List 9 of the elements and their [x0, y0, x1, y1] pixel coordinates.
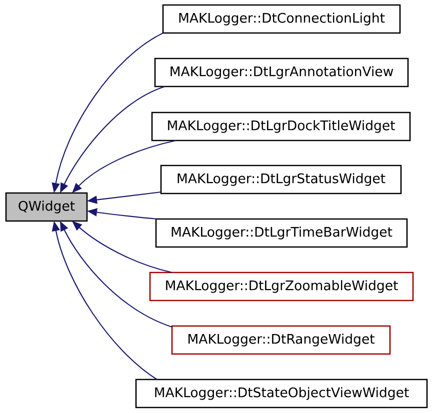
class-box: MAKLogger::DtLgrDockTitleWidget — [151, 112, 411, 142]
class-box: MAKLogger::DtLgrAnnotationView — [154, 58, 409, 88]
class-box: MAKLogger::DtStateObjectViewWidget — [135, 378, 428, 408]
class-box: MAKLogger::DtRangeWidget — [171, 325, 391, 355]
class-box: MAKLogger::DtLgrZoomableWidget — [149, 272, 414, 302]
class-box: QWidget — [5, 192, 88, 222]
class-box: MAKLogger::DtConnectionLight — [162, 4, 401, 34]
class-box: MAKLogger::DtLgrTimeBarWidget — [155, 218, 408, 248]
class-box: MAKLogger::DtLgrStatusWidget — [160, 164, 402, 194]
